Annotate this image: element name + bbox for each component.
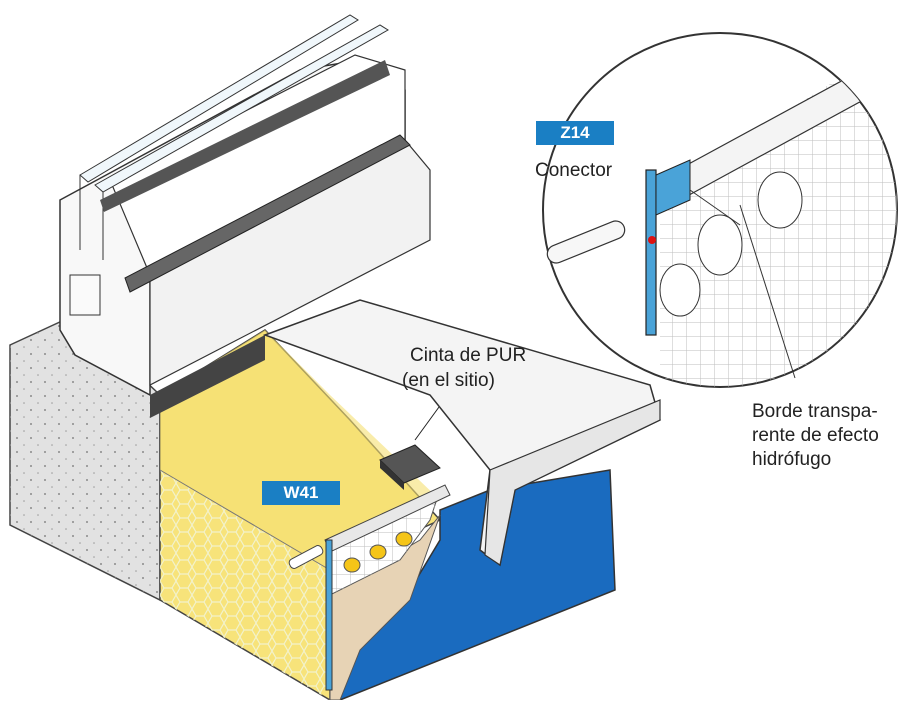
badge-w41: W41 — [262, 481, 340, 505]
window-sill-board — [262, 299, 661, 567]
label-edge-line2: rente de efecto — [752, 425, 879, 446]
edge-profile-w41 — [288, 484, 451, 691]
label-edge-line1: Borde transpa- — [752, 401, 878, 422]
pur-tape — [379, 384, 456, 490]
detail-circle — [542, 32, 898, 388]
insulation-block — [159, 329, 442, 702]
label-pur-tape-line2: (en el sitio) — [402, 370, 495, 391]
concrete-wall — [9, 314, 161, 602]
badge-z14: Z14 — [536, 121, 614, 145]
label-edge-line3: hidrófugo — [752, 449, 832, 470]
window-frame — [59, 14, 431, 418]
label-conector: Conector — [535, 160, 613, 181]
label-pur-tape-line1: Cinta de PUR — [410, 345, 527, 366]
